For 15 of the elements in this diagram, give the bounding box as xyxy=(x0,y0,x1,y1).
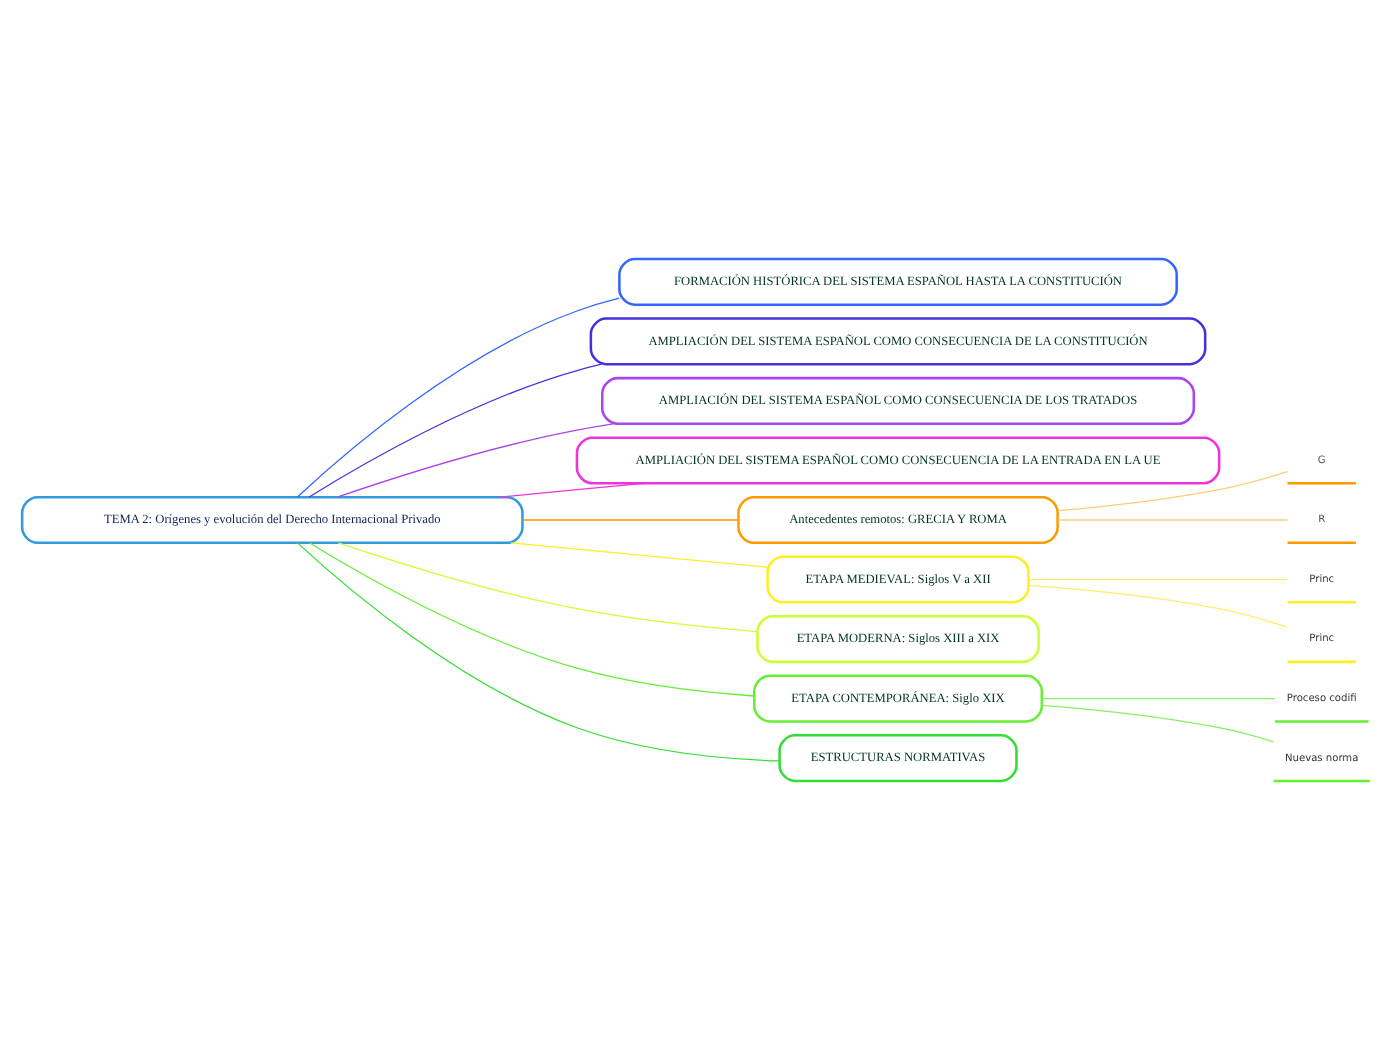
connector xyxy=(1041,697,1276,700)
connector xyxy=(296,297,620,498)
connector xyxy=(1027,578,1288,581)
connector xyxy=(1041,704,1275,743)
connector xyxy=(521,519,739,521)
connector xyxy=(1057,470,1289,512)
connector xyxy=(308,363,603,498)
connector xyxy=(1057,519,1289,521)
connector xyxy=(309,542,755,697)
connector xyxy=(1027,584,1288,628)
connector xyxy=(498,482,645,498)
connector xyxy=(510,542,768,568)
connector xyxy=(296,542,780,762)
connector xyxy=(336,423,614,498)
connector xyxy=(337,542,759,633)
